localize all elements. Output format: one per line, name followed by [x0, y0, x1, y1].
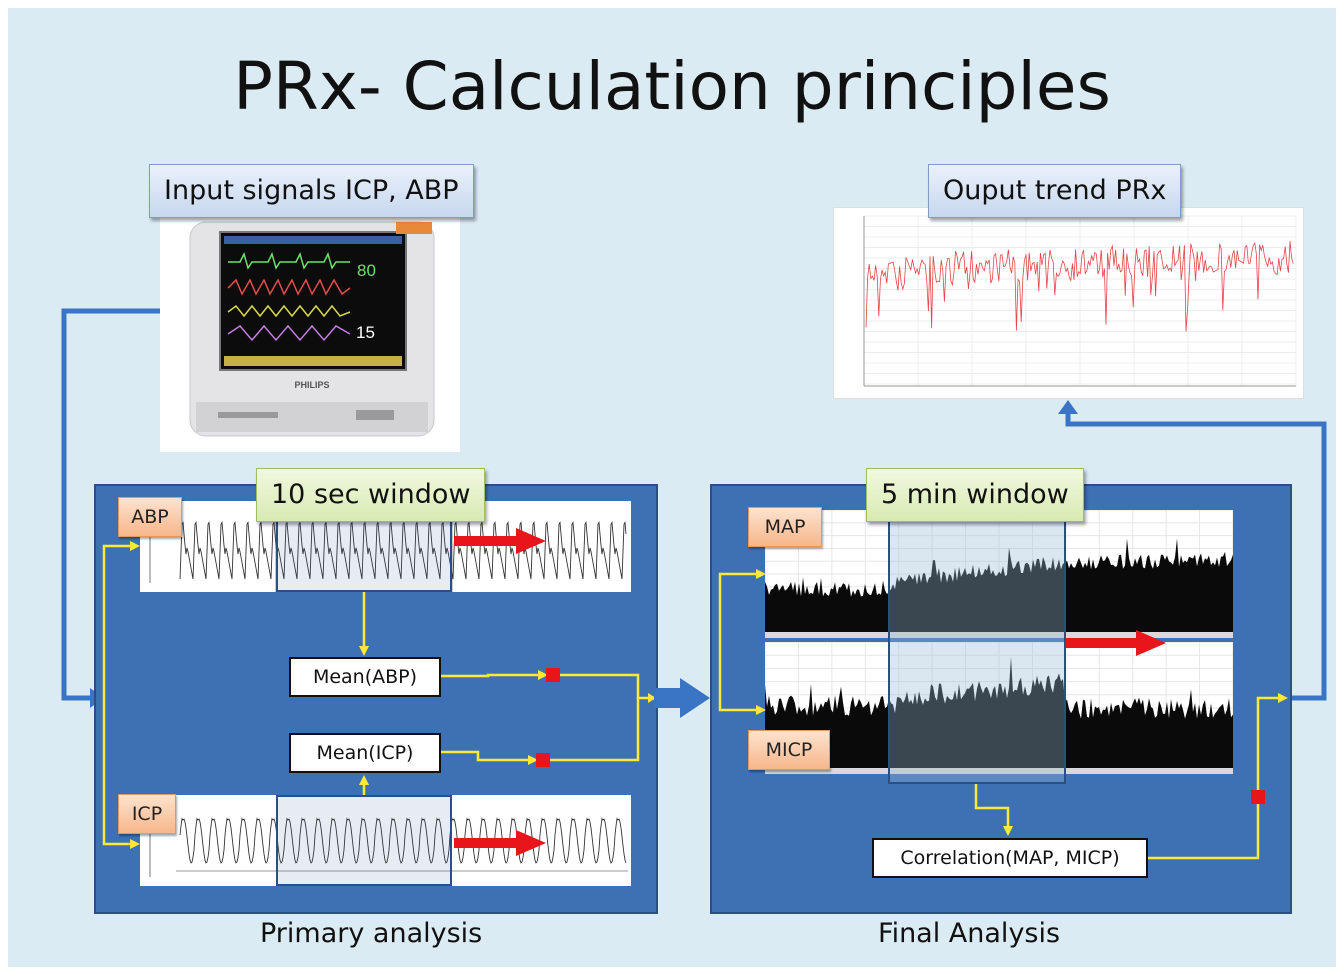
map-signal-label: MAP — [748, 507, 822, 547]
icp-signal-label: ICP — [118, 794, 176, 834]
micp-trend-area — [765, 656, 1233, 768]
icp-waveform-strip — [140, 795, 631, 886]
abp-waveform — [179, 520, 627, 580]
prx-trend-chart — [833, 207, 1304, 399]
output-feed-arrowhead — [1058, 400, 1078, 414]
slide: PRx- Calculation principles 80 15 PHILIP… — [8, 8, 1336, 967]
abp-drift-arrow — [454, 528, 546, 554]
patient-monitor-image: 80 15 PHILIPS — [160, 216, 460, 452]
primary-analysis-caption: Primary analysis — [260, 918, 483, 949]
monitor-brand: PHILIPS — [294, 380, 329, 390]
map-trend-area — [765, 538, 1233, 632]
input-feed-line — [61, 308, 160, 701]
ten-sec-window-label: 10 sec window — [256, 468, 486, 522]
output-feed-line — [1065, 412, 1327, 701]
five-min-window-label: 5 min window — [866, 468, 1084, 522]
correlation-sample-marker — [1251, 790, 1265, 804]
ten-sec-window-highlight-icp — [276, 795, 452, 886]
correlation-box: Correlation(MAP, MICP) — [872, 838, 1148, 878]
input-signals-label: Input signals ICP, ABP — [149, 164, 474, 218]
map-drift-arrow — [1066, 630, 1166, 656]
icp-drift-arrow — [454, 830, 546, 856]
abp-signal-label: ABP — [118, 497, 182, 537]
mean-abp-box: Mean(ABP) — [289, 657, 441, 697]
micp-trend-strip — [764, 641, 1234, 775]
panel-transfer-arrow — [654, 678, 710, 718]
mean-icp-box: Mean(ICP) — [289, 733, 441, 773]
window-drift-arrows — [454, 528, 1166, 856]
map-trend-strip — [764, 509, 1234, 639]
final-analysis-caption: Final Analysis — [878, 918, 1061, 949]
icp-sample-marker — [536, 753, 550, 767]
prx-trend-line — [865, 241, 1294, 332]
micp-trend-floor — [765, 768, 1233, 774]
output-trend-label: Ouput trend PRx — [928, 164, 1182, 218]
analysis-connectors — [102, 541, 1288, 860]
monitor-value-hr: 80 — [357, 261, 376, 280]
micp-signal-label: MICP — [748, 730, 830, 770]
monitor-value-icp: 15 — [356, 323, 375, 342]
map-trend-floor — [765, 632, 1233, 638]
slide-title: PRx- Calculation principles — [233, 48, 1111, 125]
five-min-window-highlight — [888, 510, 1066, 784]
abp-sample-marker — [546, 668, 560, 682]
icp-waveform — [179, 817, 627, 864]
